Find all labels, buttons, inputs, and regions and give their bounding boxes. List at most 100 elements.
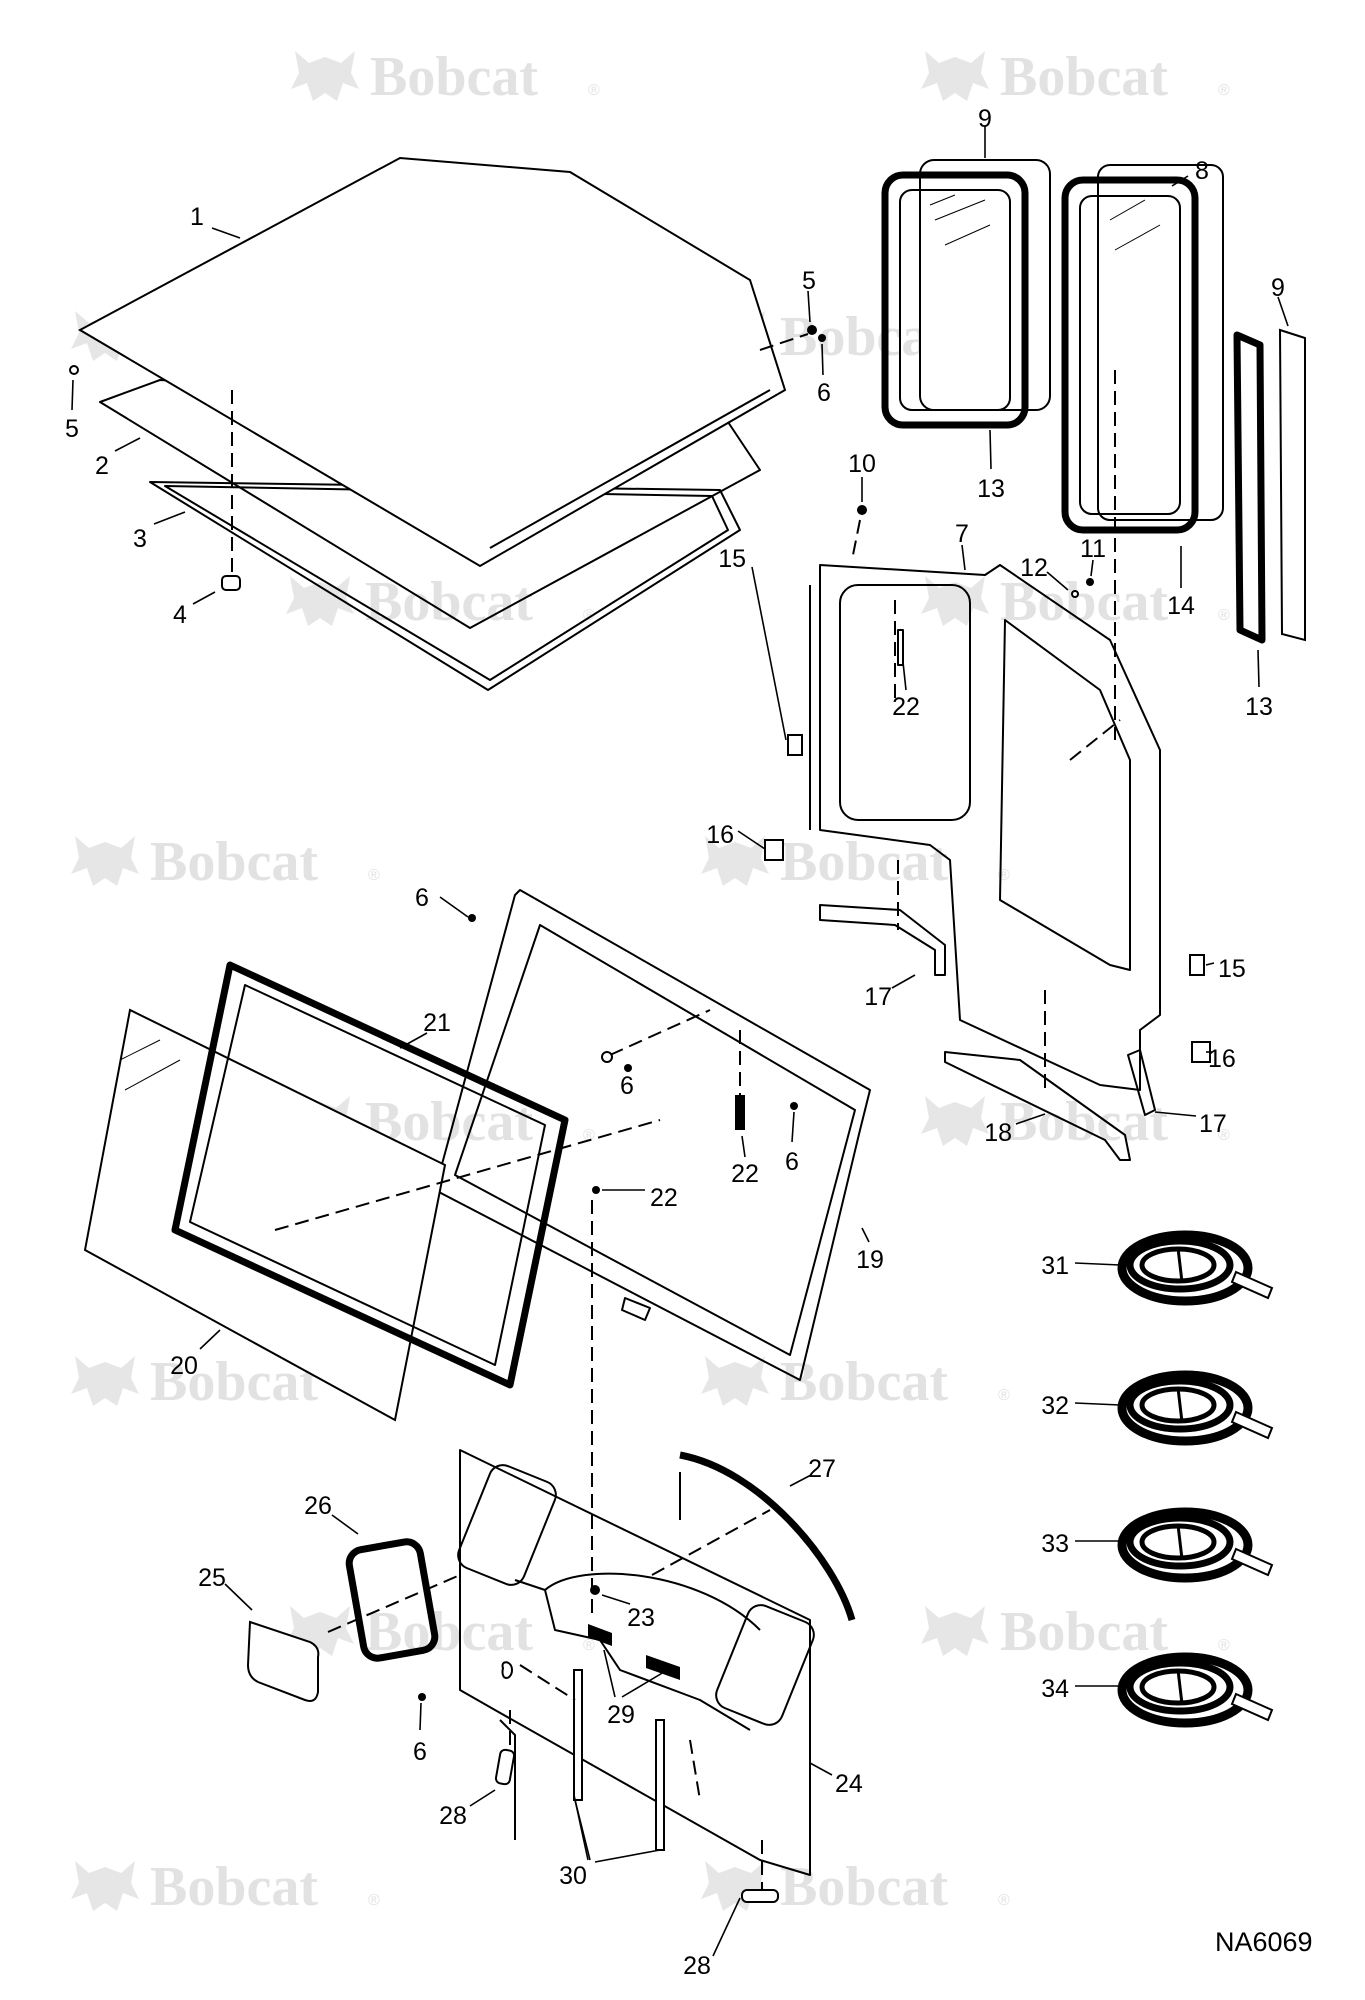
watermark-logo-5 xyxy=(921,576,989,626)
callout-label-4: 4 xyxy=(173,601,187,629)
watermark-mark-1: ® xyxy=(1218,82,1230,99)
callout-leader-27 xyxy=(1015,1113,1046,1125)
rear-block-29-a xyxy=(588,1624,612,1646)
callout-label-17: 17 xyxy=(1199,1110,1227,1138)
roof-gasket-2 xyxy=(99,379,761,629)
callout-label-10: 10 xyxy=(848,450,876,478)
rear-panel-arch xyxy=(544,1572,761,1631)
callout-label-34: 34 xyxy=(1041,1675,1069,1703)
door-hinge-15-bottom xyxy=(1189,954,1205,976)
watermark-mark-14: ® xyxy=(368,1892,380,1909)
callout-label-27: 27 xyxy=(808,1455,836,1483)
front-washer xyxy=(601,1051,613,1063)
door-nut-10 xyxy=(857,505,867,515)
callout-leader-31 xyxy=(902,661,907,691)
door-frame-window-main xyxy=(999,619,1131,971)
callout-label-32: 32 xyxy=(1041,1392,1069,1420)
callout-label-16: 16 xyxy=(1208,1045,1236,1073)
callout-leader-43 xyxy=(1074,1262,1121,1266)
rear-strip-30-a xyxy=(573,1669,583,1801)
callout-leader-29 xyxy=(199,1329,221,1350)
seal-coil-32 xyxy=(1117,1370,1274,1446)
callout-label-30: 30 xyxy=(559,1862,587,1890)
callout-leader-30-b xyxy=(574,1799,591,1861)
watermark-mark-15: ® xyxy=(998,1892,1010,1909)
rear-panel-lip xyxy=(499,1719,516,1840)
watermark-logo-10 xyxy=(71,1356,139,1406)
roof-clip-4 xyxy=(221,575,241,591)
callout-leader-38 xyxy=(789,1474,812,1487)
callout-label-6: 6 xyxy=(620,1072,634,1100)
watermark-logo-13 xyxy=(921,1606,989,1656)
callout-leader-6 xyxy=(821,343,824,376)
callout-label-15: 15 xyxy=(1218,955,1246,983)
callout-leader-32 xyxy=(741,1135,746,1158)
front-nut-6-a xyxy=(624,1064,632,1072)
front-seal-21-inner xyxy=(189,984,546,1366)
window-seal-14-inner xyxy=(1079,195,1181,515)
callout-leader-8 xyxy=(626,1067,629,1073)
callout-leader-37 xyxy=(331,1514,359,1535)
callout-label-14: 14 xyxy=(1167,592,1195,620)
watermark-mark-11: ® xyxy=(998,1387,1010,1404)
watermark-text-11: Bobcat xyxy=(780,1351,948,1413)
callout-leader-30-c xyxy=(594,1849,661,1863)
door-latch-16-top xyxy=(764,839,784,861)
watermark-logo-6 xyxy=(71,836,139,886)
door-seal-17-right xyxy=(1127,1049,1156,1116)
roof-washer-6-right xyxy=(818,334,826,342)
window-glass-8 xyxy=(1097,164,1224,521)
door-washer-12 xyxy=(1071,590,1079,598)
callout-label-3: 3 xyxy=(133,525,147,553)
door-bolt-22 xyxy=(897,629,904,666)
front-nut-6-right xyxy=(790,1102,798,1110)
callout-label-9: 9 xyxy=(1271,274,1285,302)
callout-leader-44 xyxy=(1074,1402,1121,1406)
watermark-logo-9 xyxy=(921,1096,989,1146)
callout-leader-23 xyxy=(737,830,766,850)
callout-label-5: 5 xyxy=(802,267,816,295)
front-nut-6-top xyxy=(468,914,476,922)
callout-label-21: 21 xyxy=(423,1009,451,1037)
callout-leader-21 xyxy=(751,566,787,741)
callout-label-26: 26 xyxy=(304,1492,332,1520)
callout-leader-17 xyxy=(1046,571,1069,591)
callout-leader-7 xyxy=(439,896,469,918)
callout-leader-35 xyxy=(809,1762,833,1776)
callout-label-9: 9 xyxy=(978,105,992,133)
watermark-text-1: Bobcat xyxy=(1000,46,1168,108)
callout-leader-34 xyxy=(601,1594,631,1605)
callout-label-22: 22 xyxy=(650,1184,678,1212)
watermark-mark-8: ® xyxy=(583,1127,595,1144)
callout-label-28: 28 xyxy=(439,1802,467,1830)
callout-label-2: 2 xyxy=(95,452,109,480)
watermark-logo-11 xyxy=(701,1356,769,1406)
watermark-text-14: Bobcat xyxy=(150,1856,318,1918)
callout-label-22: 22 xyxy=(892,693,920,721)
callout-leader-30 xyxy=(399,1032,428,1049)
roof-glass-assembly xyxy=(69,156,826,691)
rear-small-seal-26 xyxy=(345,1538,439,1662)
front-tab xyxy=(621,1297,651,1321)
front-frame-19 xyxy=(434,889,871,1381)
callout-leader-22 xyxy=(1205,962,1215,966)
callout-leader-18 xyxy=(989,429,992,470)
rear-pin-28-bottom xyxy=(741,1889,779,1903)
callout-label-8: 8 xyxy=(1195,157,1209,185)
roof-glass-edge xyxy=(489,389,771,549)
rear-nut-23 xyxy=(590,1585,600,1595)
callout-leader-12 xyxy=(1171,175,1189,187)
window-glass-9-right xyxy=(1278,328,1306,642)
callout-label-13: 13 xyxy=(977,475,1005,503)
callout-label-20: 20 xyxy=(170,1352,198,1380)
front-glass-20 xyxy=(83,1008,447,1422)
callout-label-7: 7 xyxy=(955,520,969,548)
rear-panel-24 xyxy=(459,1449,811,1876)
callout-label-33: 33 xyxy=(1041,1530,1069,1558)
callout-leader-3 xyxy=(192,591,216,605)
rear-panel-assembly xyxy=(246,1200,856,1903)
window-glass-9-left xyxy=(919,159,1051,411)
roof-glass-1 xyxy=(77,156,787,568)
callout-leader-11 xyxy=(961,544,966,571)
